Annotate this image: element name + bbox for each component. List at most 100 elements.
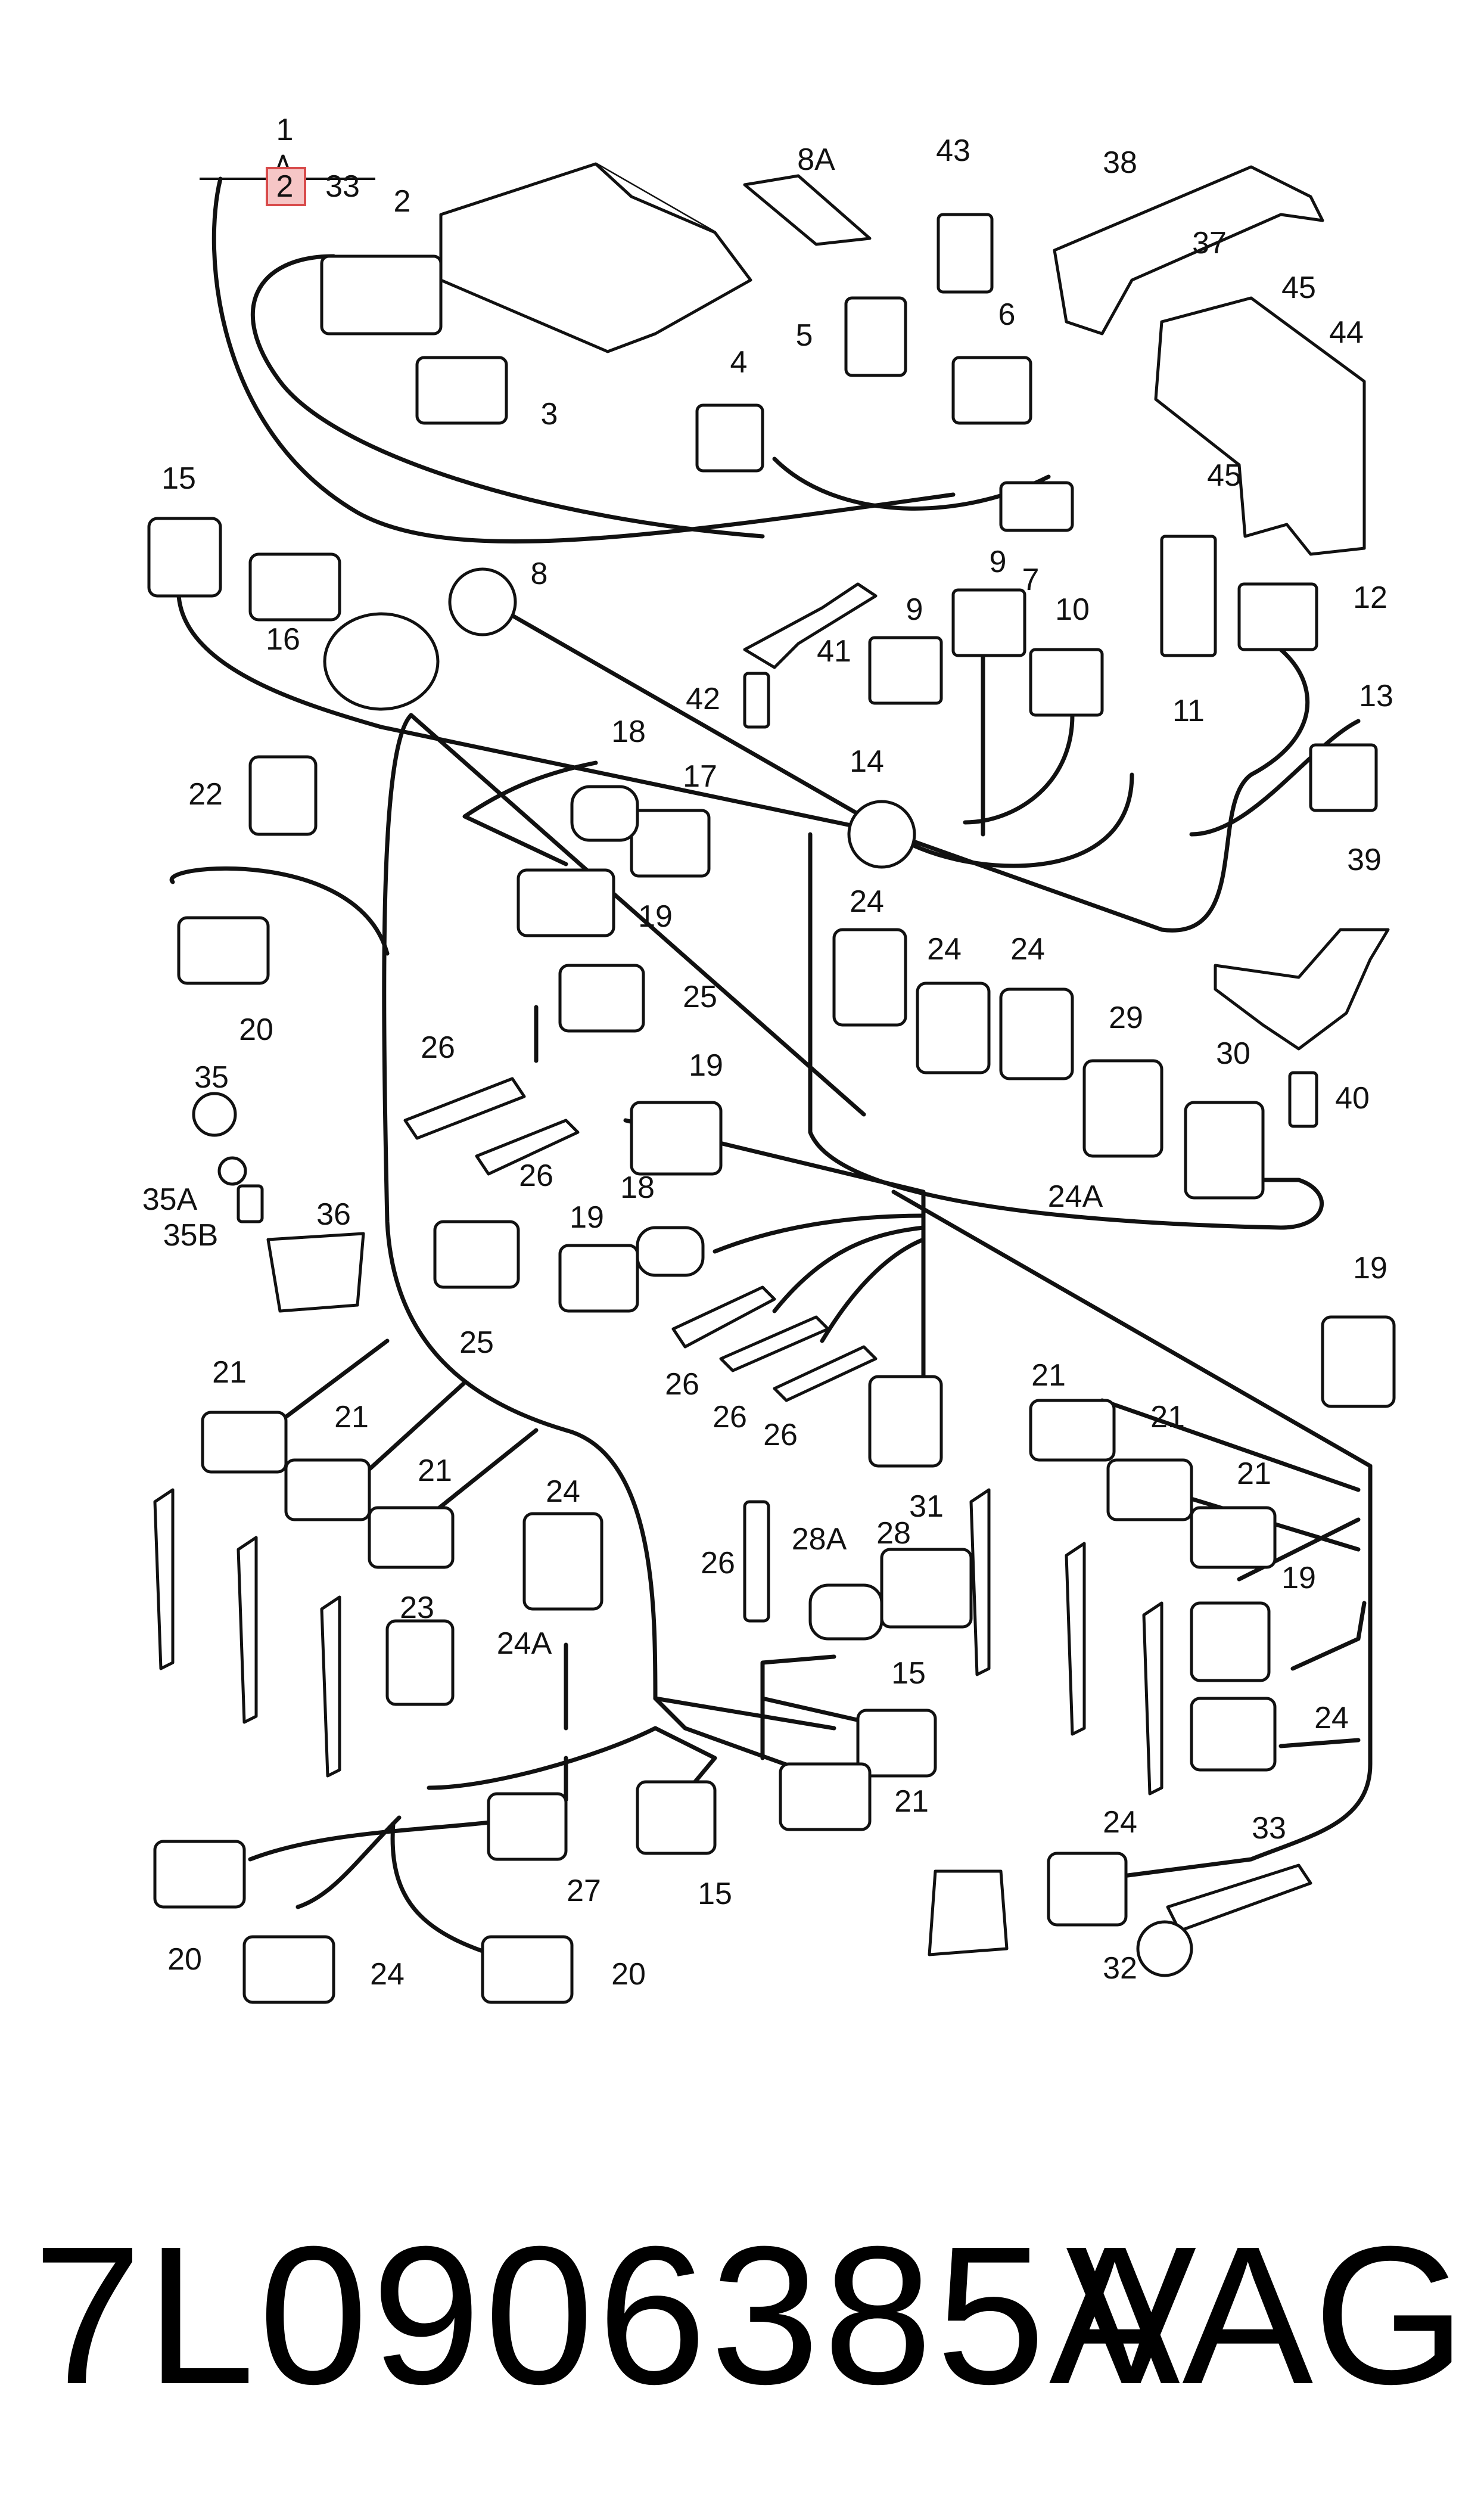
connector-13 — [1309, 743, 1378, 812]
callout-label: 37 — [1192, 226, 1227, 260]
callout-label: 21 — [418, 1453, 452, 1488]
callout-label: 39 — [1347, 843, 1382, 877]
bolt-40 — [1288, 1071, 1318, 1128]
callout-label: 21 — [894, 1784, 929, 1819]
callout-label: 6 — [998, 297, 1016, 332]
callout-label: 18 — [620, 1170, 655, 1205]
wiring-harness-diagram: 1233238A43383745444545671516842419910111… — [142, 113, 1396, 2004]
connector-9a — [868, 636, 943, 705]
callout-label: 26 — [713, 1400, 747, 1434]
callout-label: 3 — [541, 397, 558, 431]
connector-21b — [284, 1458, 371, 1521]
callout-label: 43 — [936, 133, 970, 168]
callout-label: 20 — [167, 1942, 202, 1977]
callout-label: 20 — [611, 1957, 646, 1992]
callout-group-1 — [200, 154, 375, 206]
callout-label: 19 — [1281, 1561, 1316, 1595]
injector-r1 — [969, 1488, 991, 1676]
callout-label: 33 — [325, 169, 360, 204]
connector-19e — [1190, 1601, 1271, 1682]
connector-27 — [487, 1792, 568, 1861]
callout-label: 36 — [316, 1197, 351, 1232]
harness-wires — [169, 176, 1373, 1963]
callout-label: 29 — [1109, 1001, 1143, 1035]
callout-label: 30 — [1216, 1036, 1250, 1071]
sleeve-18 — [570, 785, 639, 842]
callout-label: 17 — [683, 759, 717, 794]
callout-label: 28A — [792, 1522, 847, 1557]
callout-label: 40 — [1335, 1081, 1370, 1116]
callout-label: 24 — [1010, 932, 1045, 967]
callout-label: 24 — [850, 884, 884, 919]
connector-19b — [630, 1101, 723, 1176]
callout-label: 9 — [990, 545, 1007, 579]
connector-4 — [695, 403, 764, 473]
connector-21e — [1106, 1458, 1193, 1521]
part-number: 7L0906385A — [33, 2205, 1184, 2425]
connector-30 — [1184, 1101, 1265, 1200]
connector-9b — [951, 588, 1026, 657]
injector-l3 — [320, 1595, 341, 1778]
callout-label: 5 — [796, 318, 813, 353]
injector-l2 — [237, 1536, 258, 1724]
callout-label: 24 — [370, 1957, 405, 1992]
callout-label: 45 — [1207, 458, 1242, 493]
injector-r2 — [1065, 1542, 1086, 1736]
bracket-37 — [1053, 165, 1324, 336]
connector-19a — [517, 868, 615, 937]
connector-19d — [1321, 1315, 1396, 1408]
ring-36 — [266, 1232, 365, 1313]
callout-label: 19 — [570, 1200, 604, 1235]
connector-23 — [385, 1619, 455, 1706]
probe-26d — [719, 1315, 830, 1372]
callout-label: 19 — [1353, 1251, 1387, 1285]
connector-5 — [844, 296, 907, 377]
connector-29 — [1082, 1059, 1163, 1158]
connector-20c — [481, 1935, 574, 2004]
components — [147, 162, 1396, 2004]
callout-label: 7 — [1022, 563, 1040, 597]
callout-label: 8 — [531, 557, 548, 591]
callout-label: 26 — [665, 1367, 699, 1402]
bracket-39 — [1214, 928, 1390, 1051]
callout-label: 21 — [334, 1400, 369, 1434]
bolt-42 — [743, 672, 770, 729]
callout-label: 15 — [161, 461, 196, 496]
connector-20b — [153, 1840, 246, 1909]
bracket-41 — [743, 582, 878, 669]
clip-35 — [192, 1092, 237, 1137]
callout-label: 33 — [1252, 1811, 1286, 1846]
callout-label: 12 — [1353, 580, 1387, 615]
callout-label: 31 — [909, 1489, 944, 1524]
callout-label: 42 — [686, 682, 720, 716]
callout-label: 24A — [1048, 1179, 1103, 1214]
connector-10 — [1029, 648, 1104, 717]
connector-22 — [248, 755, 318, 836]
probe-26c — [671, 1285, 776, 1349]
pressure-actuator — [928, 1869, 1009, 1956]
callout-label: 16 — [266, 622, 300, 657]
callout-label: 1 — [276, 113, 294, 147]
connector-14 — [847, 800, 916, 869]
injector-r3 — [1142, 1601, 1163, 1796]
connector-25b — [433, 1220, 520, 1289]
callout-label: 21 — [1150, 1400, 1185, 1434]
callout-label: 35B — [163, 1218, 219, 1253]
sensor-33 — [1166, 1863, 1312, 1933]
callout-label: 35 — [194, 1060, 229, 1095]
callout-label: 44 — [1329, 315, 1364, 350]
clip-43 — [937, 213, 994, 294]
callout-label: 25 — [459, 1325, 494, 1360]
callout-label: 38 — [1103, 145, 1137, 180]
connector-17 — [630, 809, 711, 878]
sensor-16 — [323, 612, 440, 711]
probe-26b — [475, 1119, 580, 1176]
connector-32 — [1136, 1920, 1193, 1977]
connector-15c — [636, 1780, 717, 1855]
connector-21f — [1190, 1506, 1277, 1569]
callout-label: 4 — [730, 345, 748, 380]
connector-3 — [415, 356, 508, 425]
callout-label: 24 — [1314, 1701, 1349, 1735]
callout-label: 27 — [567, 1874, 601, 1908]
